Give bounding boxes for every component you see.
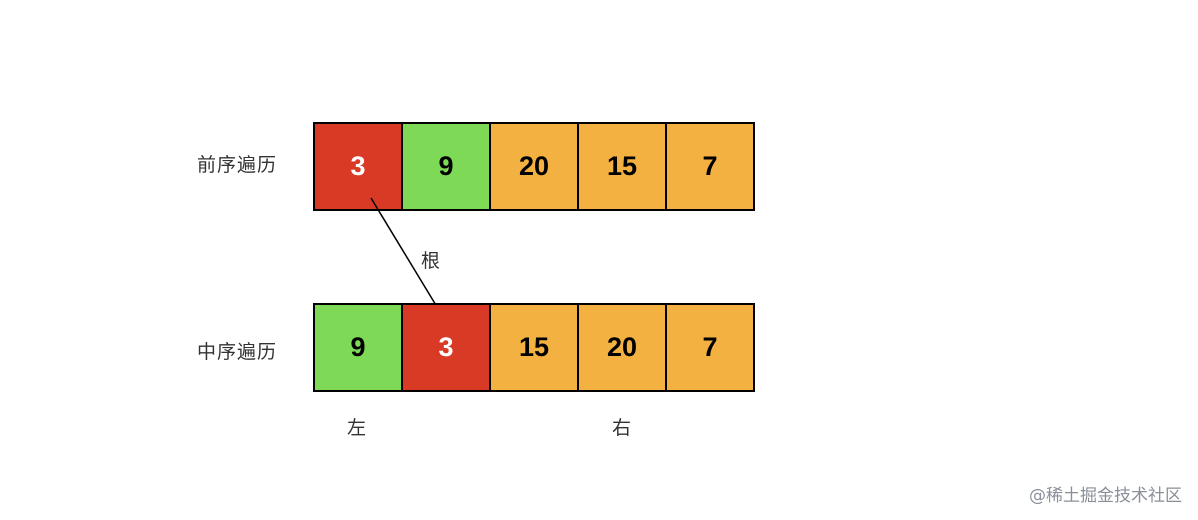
inorder-cell: 15 xyxy=(491,305,579,390)
inorder-cell: 9 xyxy=(315,305,403,390)
preorder-label: 前序遍历 xyxy=(197,154,278,176)
preorder-cell: 9 xyxy=(403,124,491,209)
inorder-cell: 20 xyxy=(579,305,667,390)
right-subtree-label: 右 xyxy=(612,417,632,439)
preorder-cell: 7 xyxy=(667,124,755,209)
root-label: 根 xyxy=(421,250,441,272)
inorder-cell: 3 xyxy=(403,305,491,390)
preorder-cell: 3 xyxy=(315,124,403,209)
inorder-array: 9 3 15 20 7 xyxy=(313,303,755,392)
preorder-cell: 15 xyxy=(579,124,667,209)
watermark: @稀土掘金技术社区 xyxy=(1029,486,1182,506)
preorder-cell: 20 xyxy=(491,124,579,209)
preorder-array: 3 9 20 15 7 xyxy=(313,122,755,211)
left-subtree-label: 左 xyxy=(347,417,367,439)
inorder-cell: 7 xyxy=(667,305,755,390)
inorder-label: 中序遍历 xyxy=(197,341,278,363)
